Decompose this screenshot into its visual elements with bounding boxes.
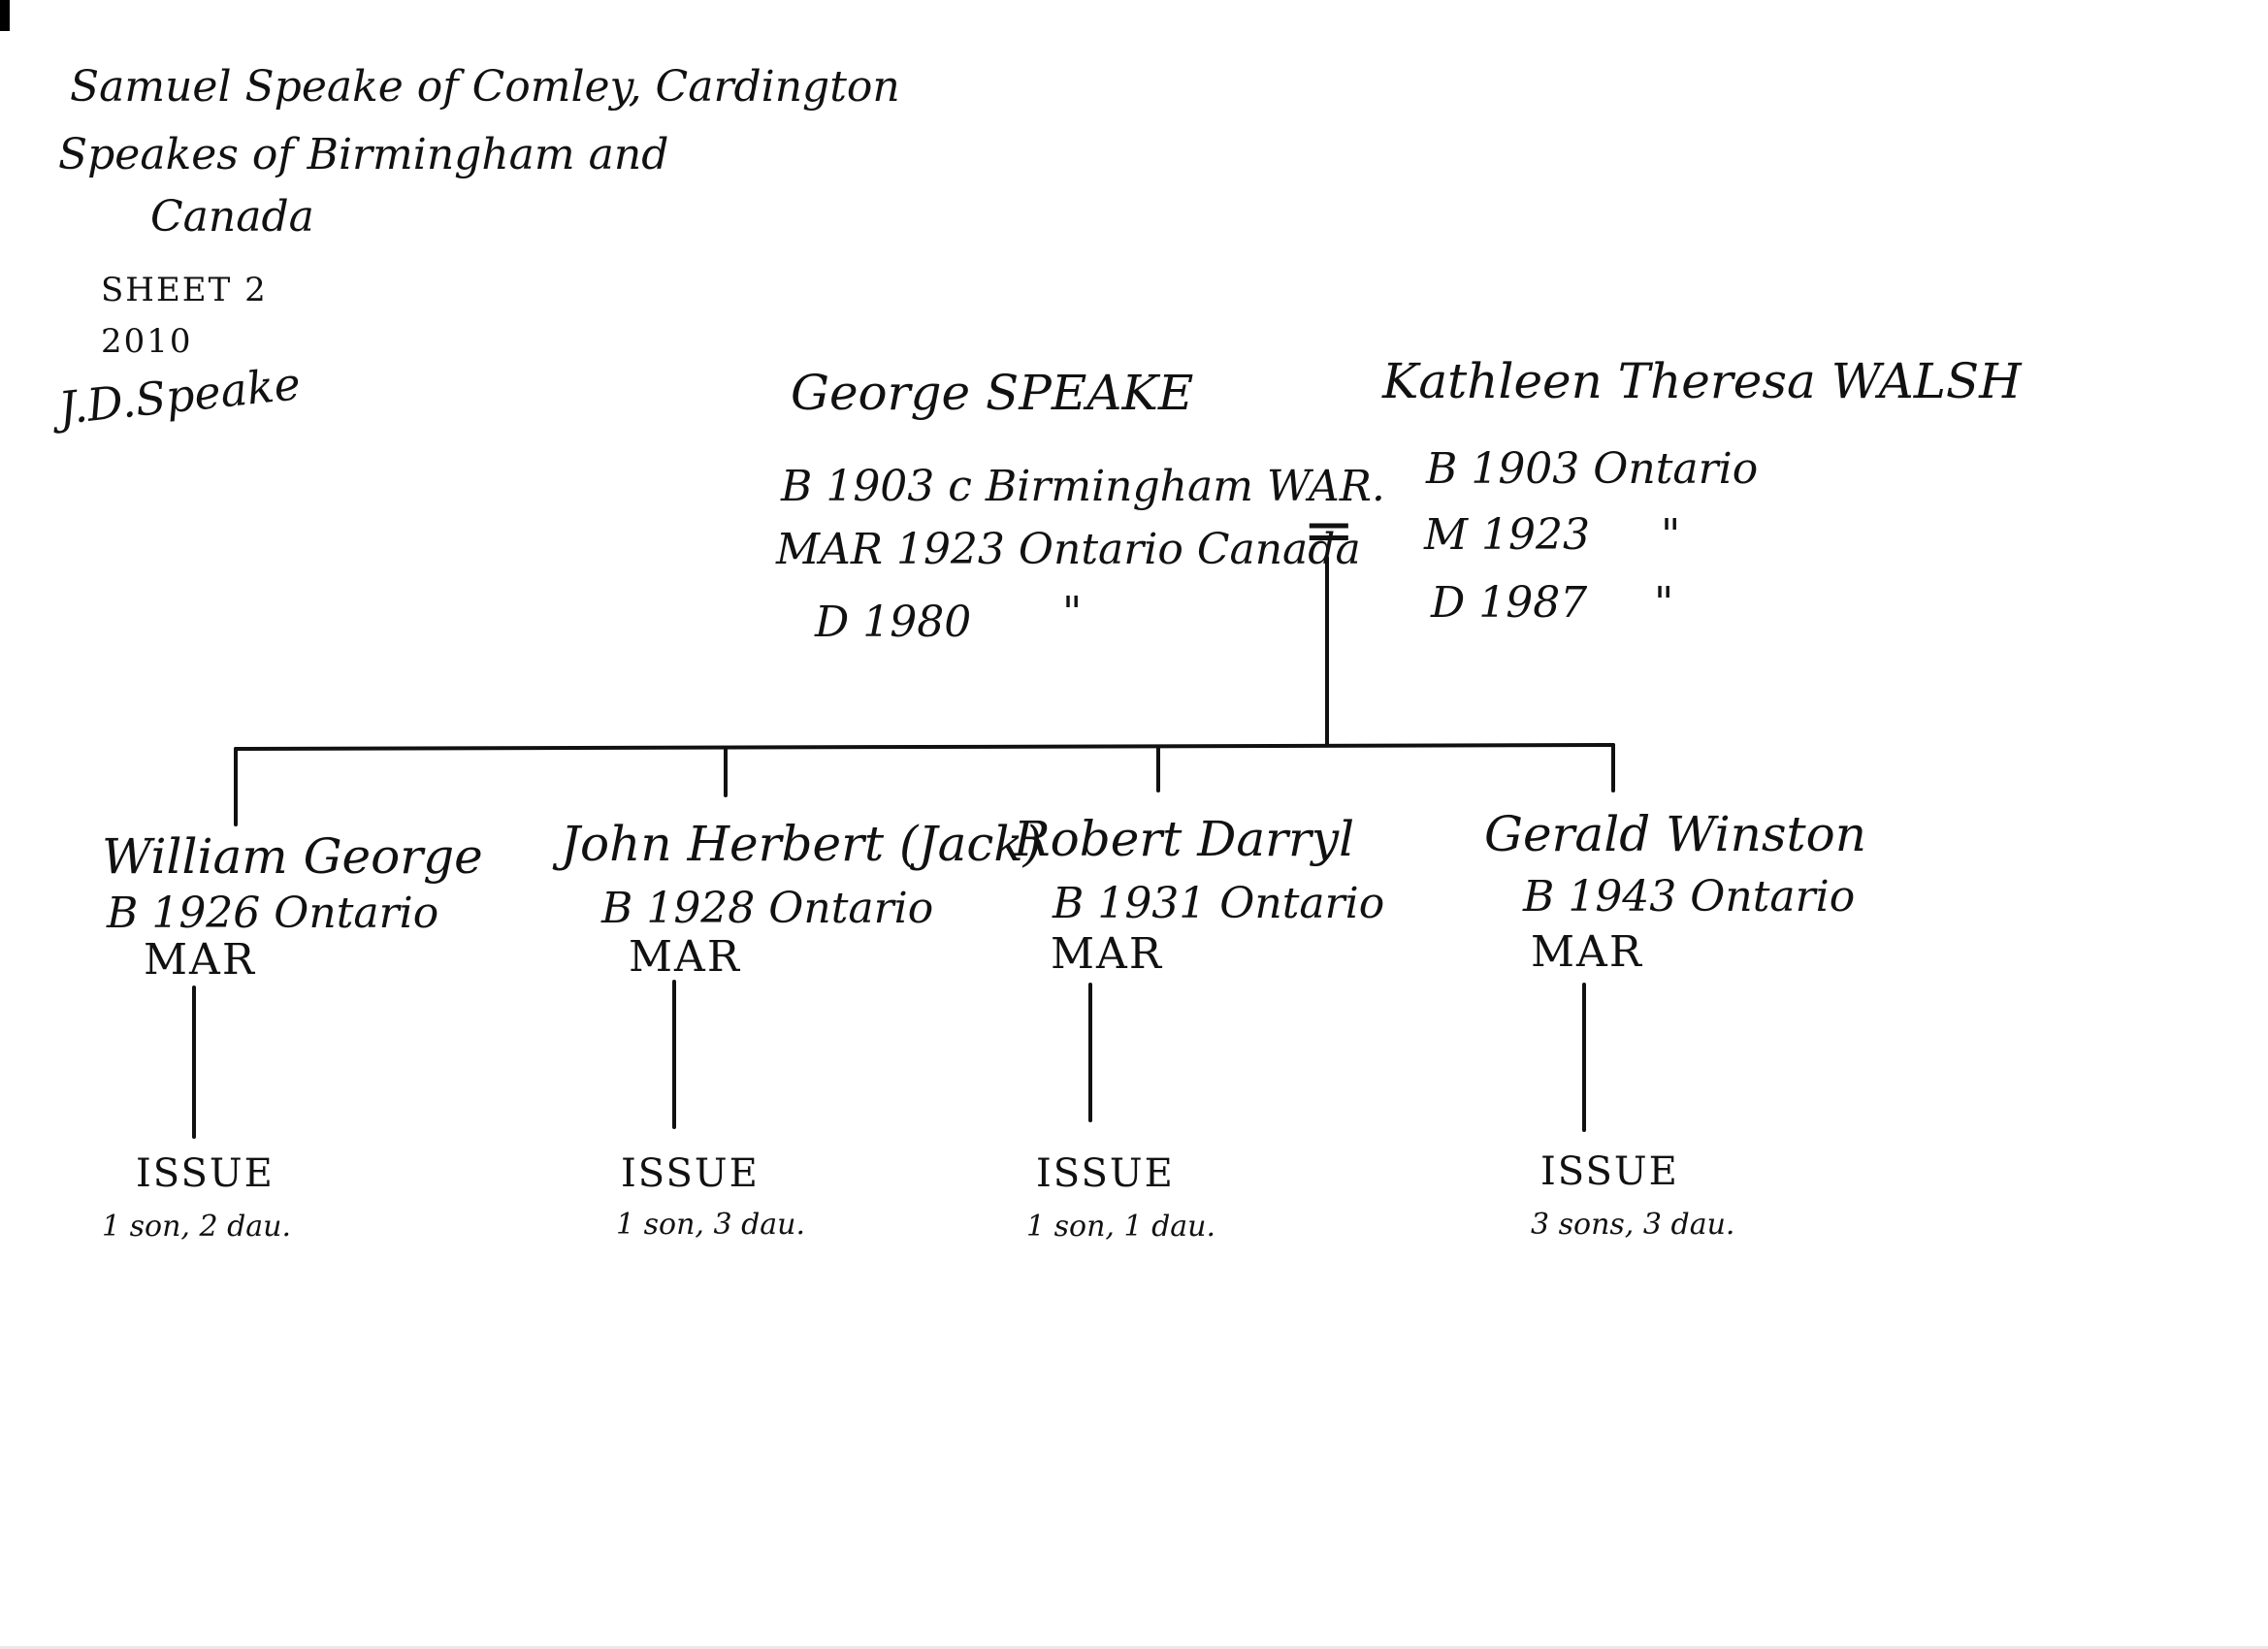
scan-edge-mark bbox=[0, 0, 10, 31]
sheet-label: SHEET 2 bbox=[101, 271, 268, 309]
year-label: 2010 bbox=[101, 322, 193, 361]
scan-bottom-edge bbox=[0, 1646, 2268, 1649]
child-4-name: Gerald Winston bbox=[1484, 806, 1866, 862]
mother-death-ditto: " bbox=[1654, 578, 1674, 628]
child-1-issue-label: ISSUE bbox=[136, 1151, 275, 1196]
child-3-mar: MAR bbox=[1051, 929, 1163, 979]
father-birth: B 1903 c Birmingham WAR. bbox=[781, 462, 1385, 511]
title-line-2: Speakes of Birmingham and bbox=[58, 130, 669, 179]
child-3-birth: B 1931 Ontario bbox=[1053, 879, 1385, 928]
father-death-ditto: " bbox=[1062, 588, 1083, 637]
title-line-3: Canada bbox=[150, 192, 314, 242]
mother-death: D 1987 bbox=[1431, 578, 1588, 628]
child-3-issue: 1 son, 1 dau. bbox=[1026, 1210, 1216, 1244]
child-1-mar: MAR bbox=[144, 935, 256, 985]
father-name: George SPEAKE bbox=[791, 365, 1194, 421]
father-marriage: MAR 1923 Ontario Canada bbox=[776, 525, 1361, 574]
sibling-bar bbox=[234, 743, 1615, 751]
child-4-issue-label: ISSUE bbox=[1540, 1149, 1679, 1194]
mother-marriage: M 1923 bbox=[1424, 510, 1591, 560]
child-2-birth: B 1928 Ontario bbox=[601, 884, 934, 933]
father-death: D 1980 bbox=[815, 598, 972, 647]
child-2-name: John Herbert (Jack) bbox=[561, 816, 1043, 872]
title-line-1: Samuel Speake of Comley, Cardington bbox=[70, 62, 900, 112]
child-2-issue-label: ISSUE bbox=[621, 1151, 760, 1196]
child-3-issue-label: ISSUE bbox=[1036, 1151, 1175, 1196]
child-3-name: Robert Darryl bbox=[1014, 811, 1355, 867]
mother-marriage-ditto: " bbox=[1661, 510, 1681, 560]
mother-name: Kathleen Theresa WALSH bbox=[1382, 353, 2022, 409]
child-2-mar: MAR bbox=[629, 932, 741, 982]
child-1-name: William George bbox=[102, 828, 483, 885]
child-2-issue: 1 son, 3 dau. bbox=[616, 1208, 806, 1242]
marriage-symbol: = bbox=[1303, 495, 1355, 566]
child-1-issue: 1 son, 2 dau. bbox=[102, 1210, 292, 1244]
child-4-issue: 3 sons, 3 dau. bbox=[1531, 1208, 1735, 1242]
child-1-birth: B 1926 Ontario bbox=[107, 889, 439, 938]
mother-birth: B 1903 Ontario bbox=[1426, 444, 1759, 494]
child-4-birth: B 1943 Ontario bbox=[1523, 872, 1856, 922]
child-4-mar: MAR bbox=[1531, 927, 1643, 977]
